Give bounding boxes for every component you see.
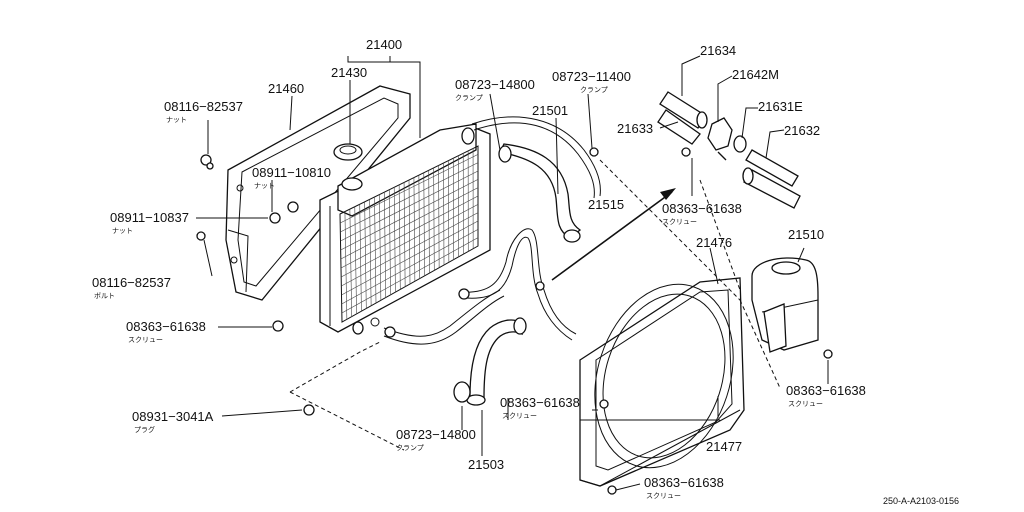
sublabel-screw: スクリュー — [662, 218, 697, 226]
label-08363-61638-screw: 08363−61638 — [126, 319, 206, 334]
sublabel-nut: ナット — [166, 116, 187, 124]
label-08363-61638-screw-bottom: 08363−61638 — [644, 475, 724, 490]
reservoir-tank — [751, 257, 819, 353]
oil-cooler-lines — [383, 228, 577, 345]
fasteners — [196, 147, 833, 495]
direction-arrow — [551, 188, 676, 281]
label-21633: 21633 — [617, 121, 654, 136]
sublabel-nut: ナット — [112, 227, 133, 235]
label-08116-82537-nut: 08116−82537 — [164, 99, 243, 114]
sublabel-screw: スクリュー — [646, 492, 681, 500]
label-08723-11400-clamp: 08723−11400 — [552, 69, 631, 84]
core-tube-line — [340, 187, 479, 260]
core-tube-line — [340, 179, 479, 251]
diagram-reference-code: 250-A-A2103-0156 — [883, 496, 960, 506]
label-21632: 21632 — [784, 123, 821, 138]
sublabel-plug: プラグ — [134, 426, 155, 434]
heater-hoses — [657, 91, 801, 209]
label-21400: 21400 — [366, 37, 403, 52]
core-tube-line — [340, 195, 479, 269]
core-tube-line — [341, 212, 479, 287]
label-21430: 21430 — [331, 65, 368, 80]
core-tube-line — [341, 220, 479, 296]
label-21634: 21634 — [700, 43, 737, 58]
label-21477: 21477 — [706, 439, 743, 454]
sublabel-screw: スクリュー — [788, 400, 823, 408]
lower-radiator-hose — [453, 317, 527, 406]
label-08723-14800-clamp-lower: 08723−14800 — [396, 427, 476, 442]
label-08363-61638-screw-right: 08363−61638 — [662, 201, 742, 216]
sublabel-bolt: ボルト — [94, 292, 115, 300]
overflow-hose — [471, 116, 601, 199]
label-21501: 21501 — [532, 103, 569, 118]
core-tube-line — [340, 170, 479, 242]
label-21503: 21503 — [468, 457, 505, 472]
label-08116-82537-bolt: 08116−82537 — [92, 275, 171, 290]
label-21515: 21515 — [588, 197, 625, 212]
leader-lines — [196, 55, 829, 491]
label-08723-14800-clamp-upper: 08723−14800 — [455, 77, 535, 92]
sublabel-clamp: クランプ — [580, 86, 608, 94]
sublabel-clamp: クランプ — [455, 94, 483, 102]
sublabel-clamp: クランプ — [396, 444, 424, 452]
label-08931-3041A-plug: 08931−3041A — [132, 409, 214, 424]
assembly-lines — [289, 159, 781, 451]
label-08363-61638-screw-tank: 08363−61638 — [786, 383, 866, 398]
core-tube-line — [340, 162, 479, 233]
label-21476: 21476 — [696, 235, 733, 250]
upper-radiator-hose — [498, 143, 582, 243]
core-tube-line — [341, 237, 479, 314]
sublabel-nut: ナット — [254, 182, 275, 190]
radiator-core — [319, 123, 491, 335]
label-08911-10810-nut: 08911−10810 — [252, 165, 331, 180]
label-21510: 21510 — [788, 227, 825, 242]
label-21642M: 21642M — [732, 67, 779, 82]
core-tube-line — [341, 204, 479, 278]
sublabel-screw: スクリュー — [128, 336, 163, 344]
label-21460: 21460 — [268, 81, 305, 96]
core-tube-line — [341, 229, 479, 305]
fan-shroud — [579, 277, 745, 487]
sublabel-screw: スクリュー — [502, 412, 537, 420]
label-08363-61638-screw-shroud: 08363−61638 — [500, 395, 580, 410]
label-08911-10837-nut: 08911−10837 — [110, 210, 189, 225]
core-tube-line — [340, 154, 479, 224]
label-21631E: 21631E — [758, 99, 803, 114]
